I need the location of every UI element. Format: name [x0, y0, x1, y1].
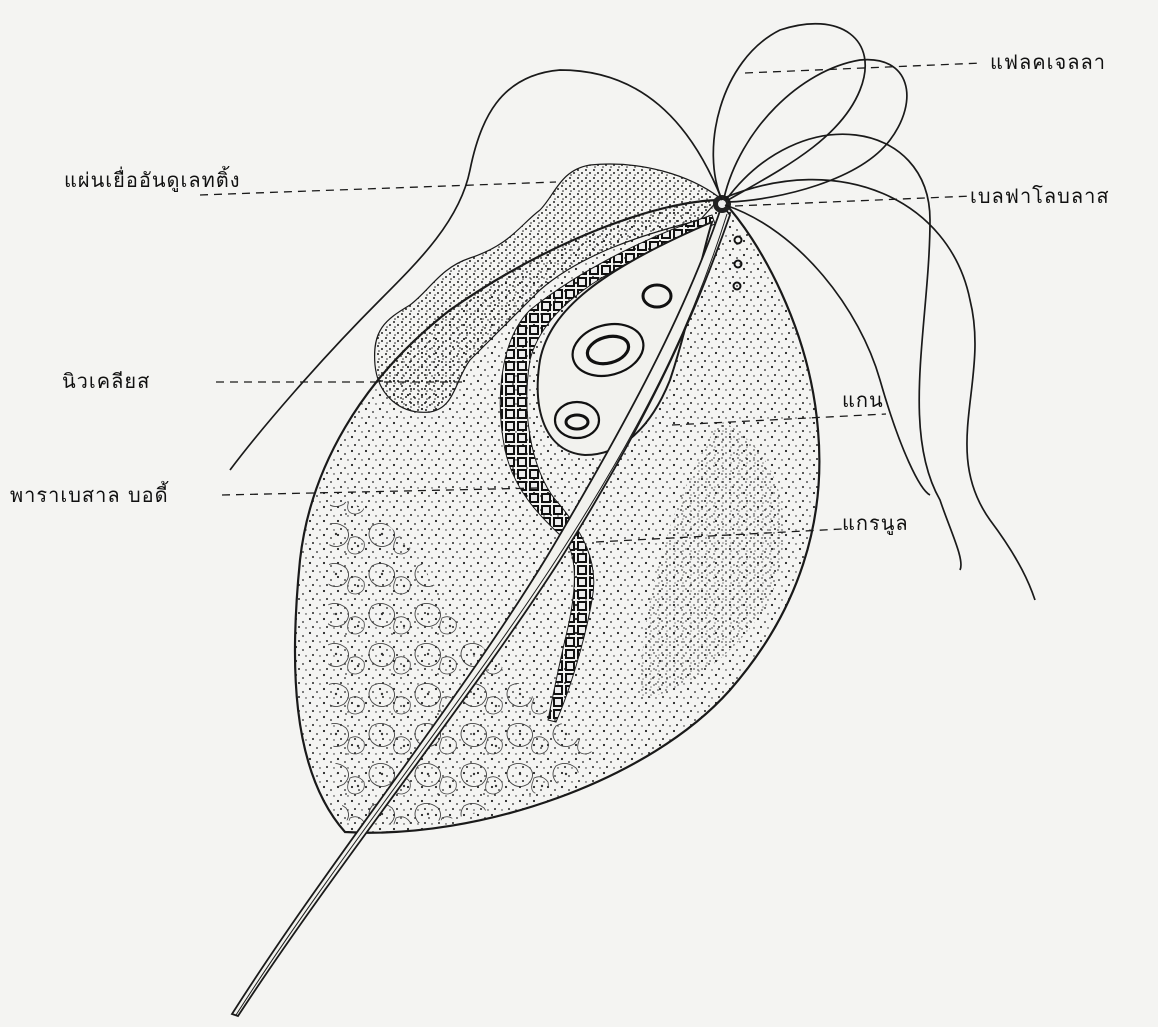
label-blepharoplast: เบลฟาโลบลาส	[970, 186, 1110, 206]
label-axostyle: แกน	[842, 390, 884, 410]
label-parabasal-body: พาราเบสาล บอดี้	[10, 485, 169, 505]
label-undulating-membrane: แผ่นเยื่ออันดูเลทติ้ง	[64, 170, 241, 190]
label-granules: แกรนูล	[842, 513, 909, 533]
label-nucleus: นิวเคลียส	[62, 371, 150, 391]
label-flagella: แฟลคเจลลา	[990, 52, 1106, 72]
